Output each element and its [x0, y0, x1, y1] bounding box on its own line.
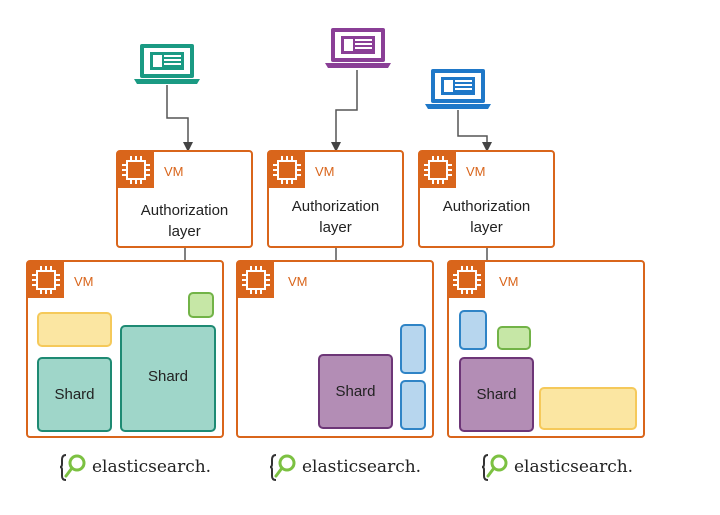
cluster-vm-3: VM Shard: [447, 260, 645, 438]
blue-replica-block: [400, 380, 426, 430]
shard-box: Shard: [318, 354, 393, 429]
elasticsearch-logo: elasticsearch.: [270, 452, 421, 482]
auth-layer-title: Authorization layer: [269, 196, 402, 238]
yellow-block: [539, 387, 637, 430]
laptop-icon: [134, 44, 200, 84]
shard-box: Shard: [459, 357, 534, 432]
elasticsearch-icon: [482, 454, 508, 481]
auth-vm-3: VM Authorization layer: [418, 150, 555, 248]
auth-title-line2: layer: [470, 219, 503, 236]
elasticsearch-wordmark: elasticsearch.: [302, 457, 422, 477]
chip-icon: [420, 152, 456, 188]
arrow-client-2: [331, 70, 358, 152]
chip-icon: [28, 262, 64, 298]
elasticsearch-logo: elasticsearch.: [482, 452, 633, 482]
elasticsearch-icon: [270, 454, 296, 481]
auth-vm-2: VM Authorization layer: [267, 150, 404, 248]
cluster-vm-2: VM Shard: [236, 260, 434, 438]
vm-label: VM: [499, 274, 519, 289]
auth-title-line2: layer: [168, 223, 201, 240]
shard-box: Shard: [120, 325, 216, 432]
vm-label: VM: [164, 164, 184, 179]
auth-layer-title: Authorization layer: [420, 196, 553, 238]
laptop-icon: [325, 28, 391, 68]
laptop-icon: [425, 69, 491, 109]
client-laptop-teal: [134, 42, 200, 86]
auth-title-line1: Authorization: [140, 202, 229, 219]
auth-title-line1: Authorization: [291, 198, 380, 215]
chip-icon: [118, 152, 154, 188]
elasticsearch-wordmark: elasticsearch.: [514, 457, 634, 477]
client-laptop-blue: [425, 67, 491, 111]
client-laptop-purple: [325, 26, 391, 70]
shard-label: Shard: [476, 386, 517, 403]
shard-box: Shard: [37, 357, 112, 432]
arrow-client-1: [166, 85, 193, 152]
small-green-block: [497, 326, 531, 350]
blue-replica-block: [459, 310, 487, 350]
auth-title-line2: layer: [319, 219, 352, 236]
elasticsearch-wordmark: elasticsearch.: [92, 457, 212, 477]
chip-icon: [238, 262, 274, 298]
shard-label: Shard: [147, 368, 189, 385]
vm-label: VM: [466, 164, 486, 179]
yellow-block: [37, 312, 112, 347]
elasticsearch-logo: elasticsearch.: [60, 452, 211, 482]
auth-layer-title: Authorization layer: [118, 200, 251, 242]
auth-title-line1: Authorization: [442, 198, 531, 215]
elasticsearch-icon: [60, 454, 86, 481]
cluster-vm-1: VM Shard Shard: [26, 260, 224, 438]
chip-icon: [449, 262, 485, 298]
small-green-block: [188, 292, 214, 318]
shard-label: Shard: [335, 383, 376, 400]
vm-label: VM: [315, 164, 335, 179]
shard-label: Shard: [54, 386, 95, 403]
vm-label: VM: [74, 274, 94, 289]
vm-label: VM: [288, 274, 308, 289]
blue-replica-block: [400, 324, 426, 374]
arrow-client-3: [457, 110, 492, 152]
auth-vm-1: VM Authorization layer: [116, 150, 253, 248]
chip-icon: [269, 152, 305, 188]
